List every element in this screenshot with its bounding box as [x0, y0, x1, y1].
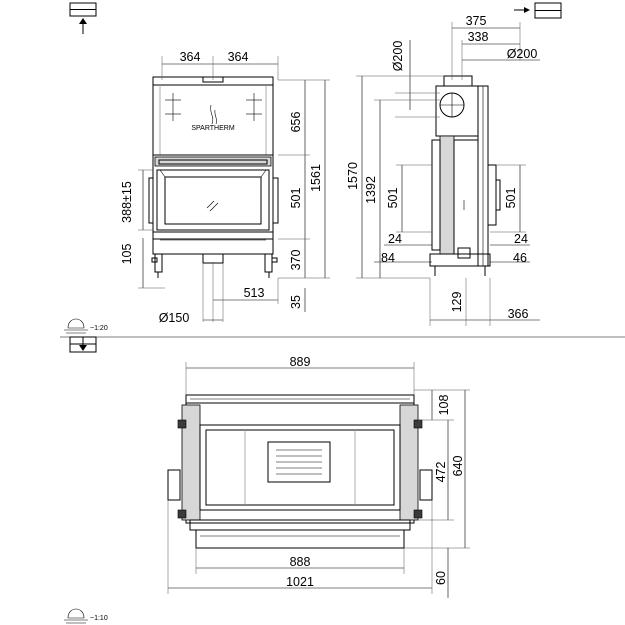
dim-side-door-right: 501 [504, 188, 518, 209]
scale-marker-top: ~1:20 [64, 318, 108, 334]
dim-front-width-right: 364 [228, 50, 249, 64]
dim-side-depth-total: 366 [508, 307, 529, 321]
side-dimensions: 375 338 Ø200 Ø200 1570 1392 501 501 24 2… [346, 14, 540, 326]
dim-plan-top-depth: 108 [437, 395, 451, 416]
dim-side-base-left: 84 [381, 251, 395, 265]
dim-front-foot: 35 [289, 295, 303, 309]
dim-front-flue-offset: 513 [244, 286, 265, 300]
plan-dimensions: 889 108 472 640 888 1021 60 [167, 355, 470, 598]
dim-side-gap-left: 24 [388, 232, 402, 246]
front-dimensions: 364 364 656 1561 501 370 35 388±15 105 5… [120, 50, 330, 325]
brand-logo: SPARTHERM [191, 125, 234, 132]
side-view [429, 75, 501, 276]
front-view-icon [69, 2, 97, 34]
plan-view [167, 394, 433, 549]
dim-side-height-inner: 1392 [364, 176, 378, 204]
scale-label-top: ~1:20 [90, 325, 108, 332]
dim-plan-total-depth: 640 [451, 456, 465, 477]
dim-front-base-right: 370 [289, 250, 303, 271]
dim-side-top-offset: 375 [466, 14, 487, 28]
front-view: SPARTHERM [148, 76, 279, 278]
dim-side-flue-right: Ø200 [507, 47, 538, 61]
dim-front-top-section: 656 [289, 112, 303, 133]
dim-front-door-left: 388±15 [120, 181, 134, 223]
dim-side-depth-base: 129 [450, 292, 464, 313]
dim-side-base-right: 46 [513, 251, 527, 265]
plan-view-icon [69, 336, 97, 353]
dim-side-door-left: 501 [386, 188, 400, 209]
side-view-icon [514, 2, 562, 19]
dim-side-flue-left: Ø200 [391, 41, 405, 72]
scale-marker-bottom: ~1:10 [64, 608, 108, 624]
dim-front-door-right: 501 [289, 188, 303, 209]
dim-front-base-left: 105 [120, 244, 134, 265]
dim-plan-top-width: 889 [290, 355, 311, 369]
dim-plan-front-offset: 60 [434, 571, 448, 585]
scale-label-bottom: ~1:10 [90, 615, 108, 622]
dim-side-height-total: 1570 [346, 162, 360, 190]
dim-side-top-width: 338 [468, 30, 489, 44]
dim-plan-total-width: 1021 [286, 575, 314, 589]
dim-front-width-left: 364 [180, 50, 201, 64]
dim-front-flue-diameter: Ø150 [159, 311, 190, 325]
dim-side-gap-right: 24 [514, 232, 528, 246]
dim-plan-inner-width: 888 [290, 555, 311, 569]
dim-front-total: 1561 [309, 164, 323, 192]
dim-plan-inner-depth: 472 [434, 462, 448, 483]
